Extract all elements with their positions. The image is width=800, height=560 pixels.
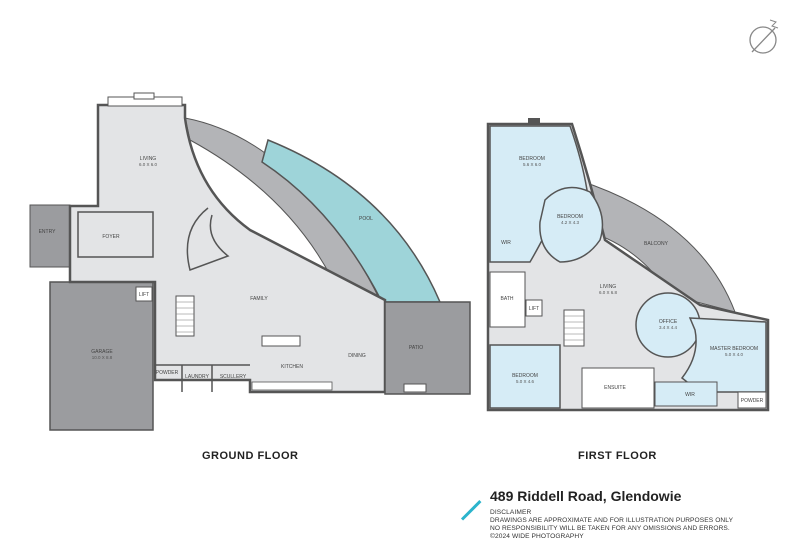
footer: 489 Riddell Road, Glendowie DISCLAIMER D… <box>458 488 788 548</box>
ground-house-body <box>68 103 387 394</box>
label-ensuite: ENSUITE <box>604 385 626 391</box>
label-living-first: LIVING <box>600 284 617 290</box>
ground-lift-box <box>135 286 153 302</box>
ground-curved-wall <box>186 207 230 271</box>
label-laundry: LAUNDRY <box>185 374 209 380</box>
label-living-ground: LIVING <box>140 156 157 162</box>
disclaimer-line-3: ©2024 WIDE PHOTOGRAPHY <box>490 533 584 540</box>
ground-floor-plan: LIVING 6.0 X 6.0 ENTRY FOYER GARAGE 10.0… <box>29 92 471 431</box>
first-floor-plan: BEDROOM 5.6 X 6.0 BEDROOM 4.2 X 4.3 WIR … <box>486 118 770 412</box>
label-lift-first: LIFT <box>529 306 539 312</box>
dims-bedroom1: 5.6 X 6.0 <box>523 162 542 167</box>
powder-first-area <box>737 391 767 409</box>
label-scullery: SCULLERY <box>220 374 247 380</box>
label-powder-first: POWDER <box>741 398 764 404</box>
label-master-bedroom: MASTER BEDROOM <box>710 346 758 352</box>
dims-bedroom2: 4.2 X 4.3 <box>561 220 580 225</box>
chimney <box>528 118 540 125</box>
dims-master-bedroom: 5.0 X 4.0 <box>725 352 744 357</box>
kitchen-bench <box>251 381 333 391</box>
patio-bbq <box>403 383 427 393</box>
first-stair-treads <box>564 315 584 341</box>
ground-floor-title: GROUND FLOOR <box>202 450 299 462</box>
disclaimer-line-2: NO RESPONSIBILITY WILL BE TAKEN FOR ANY … <box>490 525 730 532</box>
label-lift-ground: LIFT <box>139 292 149 298</box>
label-bedroom2: BEDROOM <box>557 214 583 220</box>
bath-area <box>489 271 526 328</box>
label-wir2: WIR <box>685 392 695 398</box>
label-pool: POOL <box>359 216 373 222</box>
service-rooms-walls <box>155 364 250 392</box>
entry-area <box>29 204 71 268</box>
foyer-walls <box>77 211 154 258</box>
label-office: OFFICE <box>659 319 678 325</box>
kitchen-island <box>261 335 301 347</box>
dims-garage: 10.0 X 8.8 <box>92 355 113 360</box>
garage-area <box>49 281 154 431</box>
disclaimer-heading: DISCLAIMER <box>490 509 532 516</box>
label-balcony: BALCONY <box>644 241 669 247</box>
bedroom3-area <box>489 344 561 409</box>
living-bay-notch <box>133 92 155 100</box>
dims-living-ground: 6.0 X 6.0 <box>139 162 158 167</box>
dims-bedroom3: 5.0 X 4.6 <box>516 379 535 384</box>
disclaimer-line-1: DRAWINGS ARE APPROXIMATE AND FOR ILLUSTR… <box>490 517 734 524</box>
first-floor-title: FIRST FLOOR <box>578 450 657 462</box>
bedroom2-area <box>539 186 604 263</box>
label-bedroom1: BEDROOM <box>519 156 545 162</box>
label-foyer: FOYER <box>102 234 120 240</box>
patio-area <box>384 301 471 395</box>
dims-living-first: 6.0 X 6.8 <box>599 290 618 295</box>
label-patio: PATIO <box>409 345 423 351</box>
ensuite-area <box>581 367 655 409</box>
label-kitchen: KITCHEN <box>281 364 303 370</box>
property-address: 489 Riddell Road, Glendowie <box>490 488 682 504</box>
label-wir1: WIR <box>501 240 511 246</box>
label-entry: ENTRY <box>39 229 57 235</box>
label-family: FAMILY <box>250 296 268 302</box>
label-powder-ground: POWDER <box>156 370 179 376</box>
label-bath: BATH <box>501 296 514 302</box>
compass-icon <box>749 19 779 54</box>
wir2-area <box>654 381 718 407</box>
label-garage: GARAGE <box>91 349 113 355</box>
ground-stair-treads <box>176 301 194 333</box>
dims-office: 3.4 X 4.4 <box>659 325 678 330</box>
first-lift-box <box>525 299 543 317</box>
master-bedroom-area <box>680 317 767 393</box>
label-bedroom3: BEDROOM <box>512 373 538 379</box>
label-dining: DINING <box>348 353 366 359</box>
accent-slash-icon <box>460 500 482 521</box>
